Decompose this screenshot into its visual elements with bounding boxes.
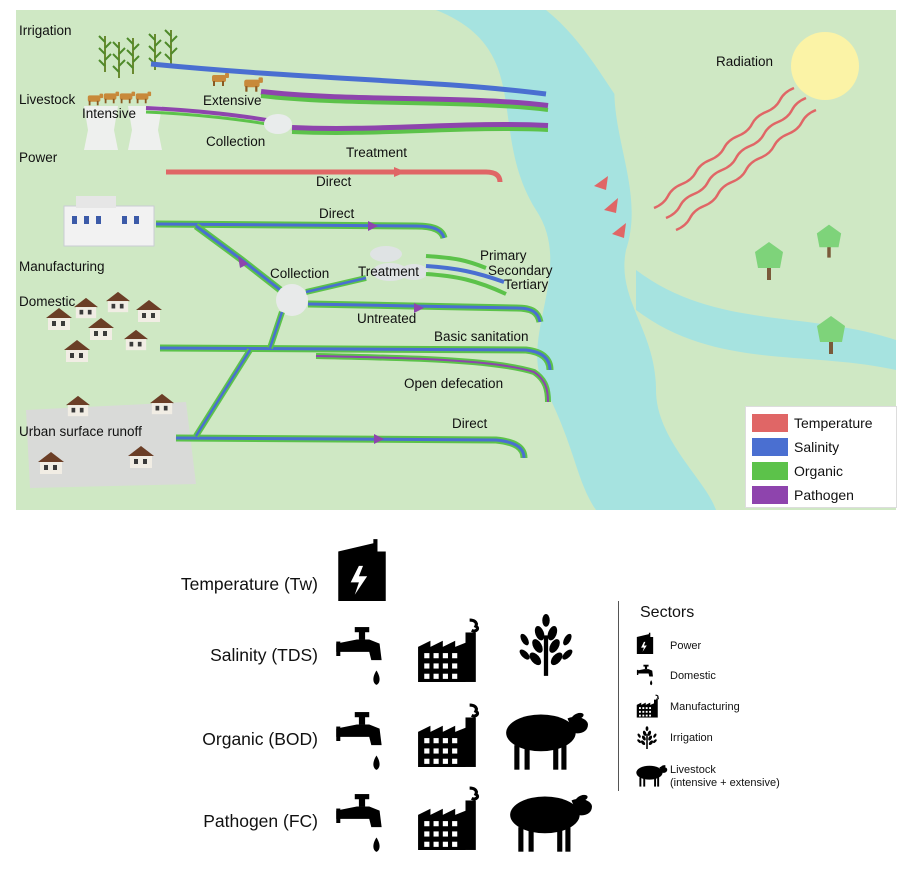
factory-icon [416, 618, 482, 682]
label-radiation: Radiation [716, 54, 773, 69]
label-collection: Collection [270, 266, 329, 281]
factory-icon [636, 694, 660, 718]
sheep-icon [634, 762, 668, 788]
sector-livestock: Livestock (intensive + extensive) [670, 764, 780, 790]
wheat-icon [516, 614, 576, 678]
row-label-temperature: Temperature (Tw) [180, 574, 318, 594]
legend-label: Temperature [794, 415, 873, 431]
legend-swatch [752, 486, 788, 504]
legend-swatch [752, 438, 788, 456]
label-open-defecation: Open defecation [404, 376, 503, 391]
legend-label: Pathogen [794, 487, 854, 503]
sheep-icon [504, 788, 594, 854]
sector-power: Power [670, 640, 702, 652]
label-tertiary: Tertiary [504, 277, 549, 292]
label-livestock: Livestock [19, 92, 76, 107]
sector-livestock-line2: (intensive + extensive) [670, 777, 780, 789]
power-icon [636, 632, 654, 654]
label-domestic: Domestic [19, 294, 76, 309]
sector-livestock-line1: Livestock [670, 764, 716, 776]
label-intensive: Intensive [82, 106, 136, 121]
factory-icon [416, 786, 482, 850]
tap-icon [334, 625, 390, 687]
factory-icon [416, 703, 482, 767]
scene-illustration: Irrigation Livestock Intensive Extensive… [16, 10, 896, 510]
sector-manufacturing: Manufacturing [670, 701, 740, 713]
tap-icon [636, 664, 656, 686]
legend-label: Salinity [794, 439, 840, 455]
legend-swatch [752, 414, 788, 432]
legend-label: Organic [794, 463, 844, 479]
power-icon [334, 537, 390, 601]
label-extensive: Extensive [203, 93, 262, 108]
legend: Temperature Salinity Organic Pathogen [745, 406, 897, 508]
label-primary: Primary [480, 248, 527, 263]
label-collection-livestock: Collection [206, 134, 265, 149]
legend-swatch [752, 462, 788, 480]
label-untreated: Untreated [357, 311, 416, 326]
label-irrigation: Irrigation [19, 23, 72, 38]
label-direct-power: Direct [316, 174, 352, 189]
label-treatment: Treatment [358, 264, 419, 279]
sectors-divider [618, 601, 619, 791]
label-treatment-power: Treatment [346, 145, 407, 160]
label-secondary: Secondary [488, 263, 553, 278]
row-label-pathogen: Pathogen (FC) [203, 811, 318, 831]
label-basic-sanitation: Basic sanitation [434, 329, 529, 344]
wheat-icon [636, 726, 658, 750]
sector-domestic: Domestic [670, 670, 716, 682]
row-label-salinity: Salinity (TDS) [210, 645, 318, 665]
label-direct-runoff: Direct [452, 416, 488, 431]
label-power: Power [19, 150, 58, 165]
sectors-title: Sectors [640, 604, 695, 621]
label-manufacturing: Manufacturing [19, 259, 105, 274]
sector-irrigation: Irrigation [670, 732, 713, 744]
label-direct-manufacturing: Direct [319, 206, 355, 221]
tap-icon [334, 792, 390, 854]
pollution-scene: Irrigation Livestock Intensive Extensive… [16, 10, 896, 510]
sheep-icon [500, 706, 590, 772]
row-label-organic: Organic (BOD) [202, 729, 318, 749]
tap-icon [334, 710, 390, 772]
label-urban-runoff: Urban surface runoff [19, 424, 142, 439]
